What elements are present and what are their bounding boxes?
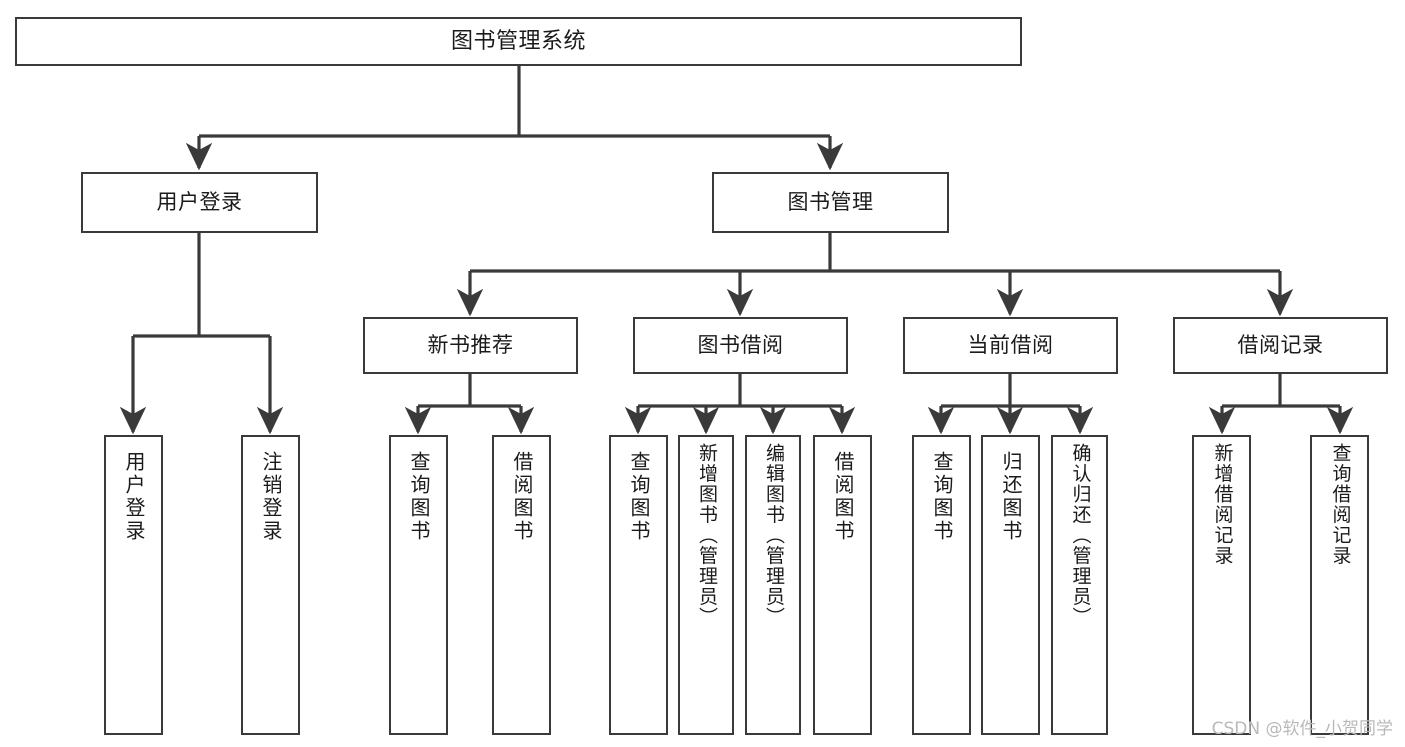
leaf-borrow-book-recommend[interactable]: 借阅图书 bbox=[492, 435, 551, 735]
leaf-query-book-recommend[interactable]: 查询图书 bbox=[389, 435, 448, 735]
leaf-edit-book[interactable]: 编辑图书（管理员） bbox=[745, 435, 801, 735]
node-book-borrow[interactable]: 图书借阅 bbox=[633, 317, 848, 374]
node-label: 新增图书（管理员） bbox=[695, 443, 718, 628]
node-label: 新书推荐 bbox=[427, 333, 514, 358]
node-label: 借阅记录 bbox=[1237, 333, 1324, 358]
node-label: 借阅图书 bbox=[510, 451, 534, 543]
node-label: 用户登录 bbox=[156, 190, 243, 215]
node-new-book-recommend[interactable]: 新书推荐 bbox=[363, 317, 578, 374]
node-root-system[interactable]: 图书管理系统 bbox=[15, 17, 1022, 66]
node-book-manage[interactable]: 图书管理 bbox=[712, 172, 949, 233]
leaf-user-login[interactable]: 用户登录 bbox=[104, 435, 163, 735]
node-label: 查询借阅记录 bbox=[1329, 443, 1352, 566]
node-label: 图书借阅 bbox=[697, 333, 784, 358]
node-current-borrow[interactable]: 当前借阅 bbox=[903, 317, 1118, 374]
node-label: 图书管理 bbox=[787, 190, 874, 215]
leaf-query-borrow-record[interactable]: 查询借阅记录 bbox=[1310, 435, 1369, 735]
watermark-text: CSDN @软件_小贺同学 bbox=[1211, 719, 1393, 739]
node-label: 查询图书 bbox=[627, 451, 651, 543]
leaf-query-book-current[interactable]: 查询图书 bbox=[912, 435, 971, 735]
node-label: 用户登录 bbox=[122, 451, 146, 543]
node-label: 查询图书 bbox=[407, 451, 431, 543]
leaf-confirm-return[interactable]: 确认归还（管理员） bbox=[1051, 435, 1108, 735]
leaf-return-book[interactable]: 归还图书 bbox=[981, 435, 1040, 735]
leaf-logout-login[interactable]: 注销登录 bbox=[241, 435, 300, 735]
node-label: 查询图书 bbox=[930, 451, 954, 543]
leaf-add-borrow-record[interactable]: 新增借阅记录 bbox=[1192, 435, 1251, 735]
node-label: 确认归还（管理员） bbox=[1069, 443, 1092, 628]
node-label: 新增借阅记录 bbox=[1211, 443, 1234, 566]
node-label: 借阅图书 bbox=[831, 451, 855, 543]
node-label: 编辑图书（管理员） bbox=[762, 443, 785, 628]
node-borrow-record[interactable]: 借阅记录 bbox=[1173, 317, 1388, 374]
node-label: 图书管理系统 bbox=[450, 28, 586, 54]
leaf-query-book-borrow[interactable]: 查询图书 bbox=[609, 435, 668, 735]
node-user-login[interactable]: 用户登录 bbox=[81, 172, 318, 233]
leaf-add-book[interactable]: 新增图书（管理员） bbox=[678, 435, 734, 735]
node-label: 注销登录 bbox=[259, 451, 283, 543]
node-label: 归还图书 bbox=[999, 451, 1023, 543]
leaf-borrow-book[interactable]: 借阅图书 bbox=[813, 435, 872, 735]
node-label: 当前借阅 bbox=[967, 333, 1054, 358]
